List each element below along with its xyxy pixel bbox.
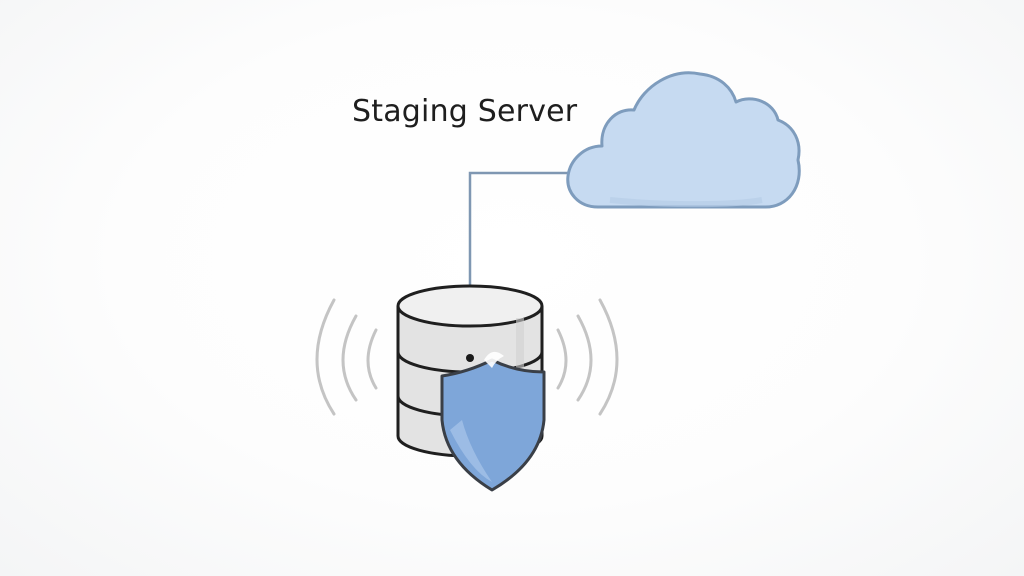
signal-waves-right-icon bbox=[556, 298, 619, 416]
connector-line bbox=[468, 171, 568, 286]
shield-icon bbox=[440, 351, 546, 492]
server-label: Staging Server bbox=[352, 94, 578, 129]
signal-waves-left-icon bbox=[315, 298, 378, 416]
cloud-icon bbox=[566, 71, 801, 209]
